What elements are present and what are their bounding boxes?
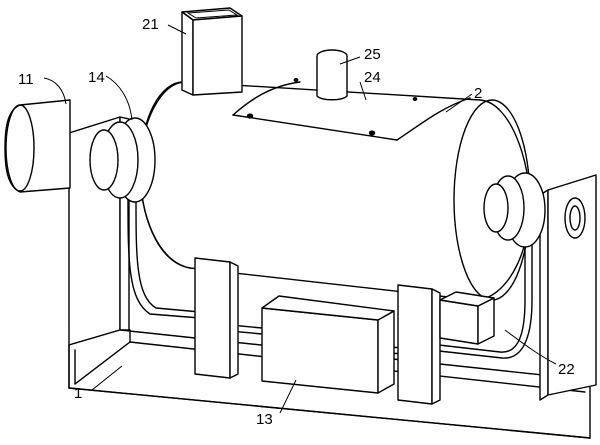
label-11: 11 (18, 71, 34, 88)
label-21: 21 (142, 16, 159, 33)
label-24: 24 (364, 69, 381, 86)
feed-hopper (181, 7, 243, 96)
coupling (89, 117, 156, 203)
support-blocks (194, 257, 441, 405)
label-1: 1 (74, 385, 82, 402)
label-14: 14 (88, 69, 105, 86)
pump-box (439, 291, 495, 345)
leader-lines (43, 24, 557, 414)
label-25: 25 (364, 46, 381, 63)
right-support (483, 172, 597, 401)
label-2: 2 (474, 85, 482, 102)
label-22: 22 (558, 361, 575, 378)
control-box (261, 295, 395, 394)
reference-labels: 21 25 24 2 11 14 22 1 13 (18, 16, 575, 428)
vent-pipe (316, 49, 348, 101)
label-13: 13 (256, 411, 273, 428)
motor (4, 99, 71, 193)
